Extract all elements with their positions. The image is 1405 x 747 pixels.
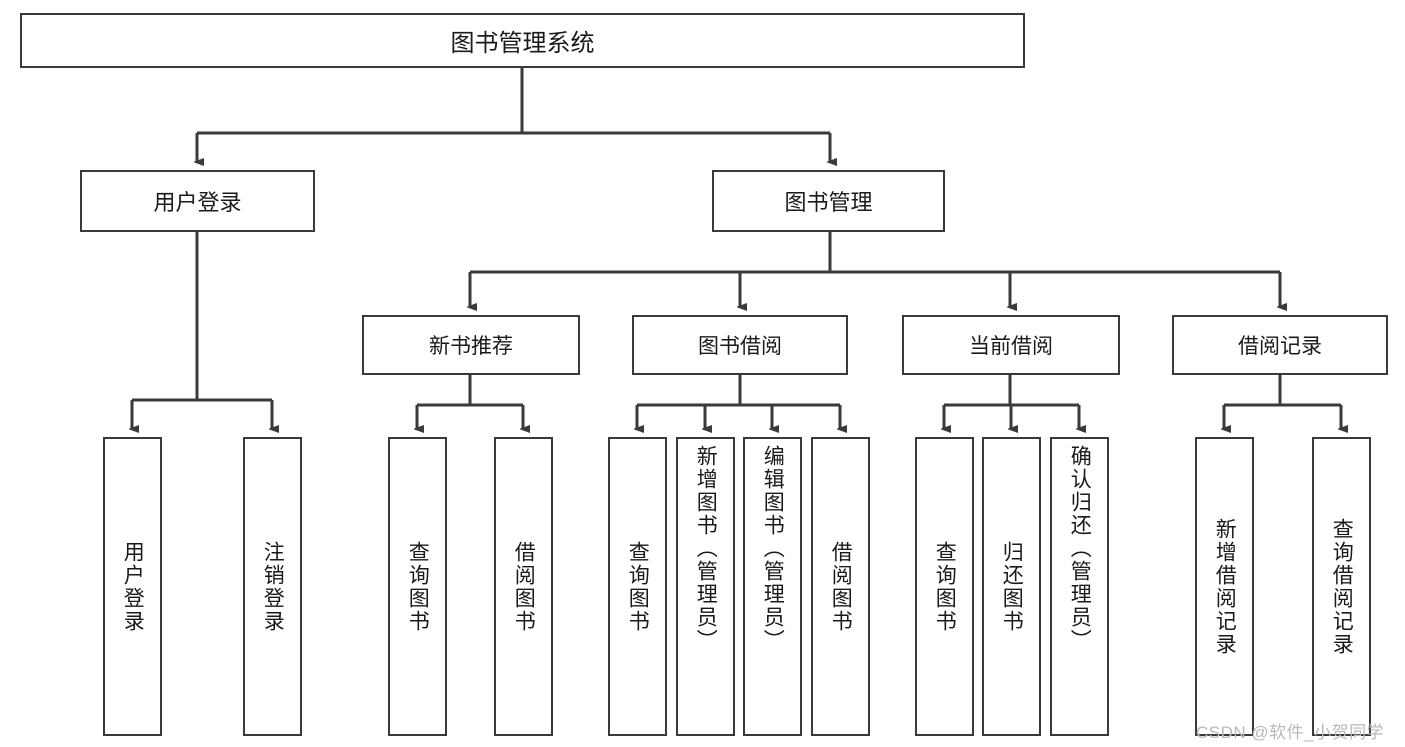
leaf-current-borrow-query[interactable]: 查询图书	[915, 437, 974, 736]
leaf-new-book-query[interactable]: 查询图书	[388, 437, 447, 736]
leaf-label: 编辑图书（管理员）	[761, 445, 785, 652]
leaf-label: 归还图书	[1000, 540, 1024, 633]
leaf-label: 新增借阅记录	[1213, 517, 1237, 656]
leaf-book-borrow-borrow[interactable]: 借阅图书	[811, 437, 870, 736]
node-current-borrow[interactable]: 当前借阅	[902, 315, 1120, 375]
leaf-borrow-record-add[interactable]: 新增借阅记录	[1195, 437, 1254, 736]
node-label: 图书管理	[784, 190, 873, 215]
node-new-book-recommend[interactable]: 新书推荐	[362, 315, 580, 375]
leaf-label: 查询图书	[933, 540, 957, 633]
leaf-book-borrow-add[interactable]: 新增图书（管理员）	[676, 437, 735, 736]
leaf-current-borrow-return[interactable]: 归还图书	[982, 437, 1041, 736]
node-label: 当前借阅	[969, 335, 1053, 358]
leaf-borrow-record-query[interactable]: 查询借阅记录	[1312, 437, 1371, 736]
node-user-login[interactable]: 用户登录	[80, 170, 315, 232]
leaf-current-borrow-confirm-return[interactable]: 确认归还（管理员）	[1050, 437, 1109, 736]
node-book-borrow[interactable]: 图书借阅	[632, 315, 848, 375]
node-label: 图书借阅	[698, 335, 782, 358]
leaf-label: 查询借阅记录	[1330, 517, 1354, 656]
leaf-label: 借阅图书	[512, 540, 536, 633]
leaf-label: 查询图书	[406, 540, 430, 633]
leaf-book-borrow-query[interactable]: 查询图书	[608, 437, 667, 736]
leaf-label: 注销登录	[261, 540, 285, 633]
leaf-user-login-logout[interactable]: 注销登录	[243, 437, 302, 736]
leaf-label: 用户登录	[121, 540, 145, 633]
leaf-label: 确认归还（管理员）	[1068, 445, 1092, 652]
node-borrow-record[interactable]: 借阅记录	[1172, 315, 1388, 375]
leaf-label: 查询图书	[626, 540, 650, 633]
leaf-new-book-borrow[interactable]: 借阅图书	[494, 437, 553, 736]
node-label: 图书管理系统	[450, 30, 595, 57]
leaf-label: 借阅图书	[829, 540, 853, 633]
node-label: 用户登录	[153, 190, 242, 215]
leaf-user-login-login[interactable]: 用户登录	[103, 437, 162, 736]
node-label: 借阅记录	[1238, 335, 1322, 358]
leaf-book-borrow-edit[interactable]: 编辑图书（管理员）	[743, 437, 802, 736]
leaf-label: 新增图书（管理员）	[694, 445, 718, 652]
node-root-system[interactable]: 图书管理系统	[20, 13, 1025, 68]
node-label: 新书推荐	[429, 335, 513, 358]
node-book-management[interactable]: 图书管理	[712, 170, 945, 232]
